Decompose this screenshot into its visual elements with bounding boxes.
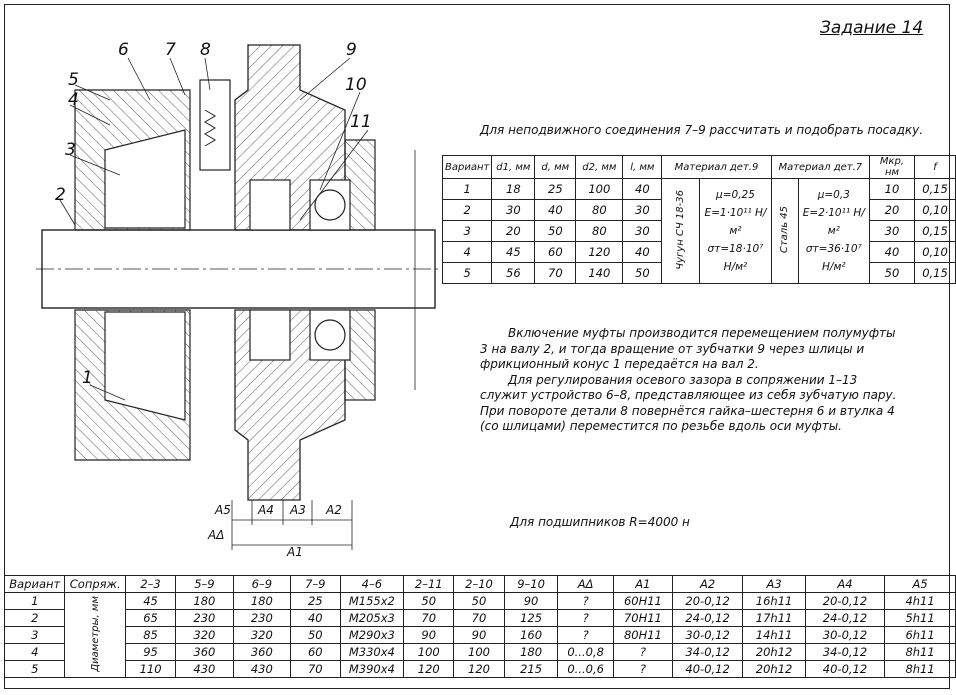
label-2: 2 bbox=[55, 185, 66, 205]
variants-table: Вариант Сопряж. 2–3 5–9 6–9 7–9 4–6 2–11… bbox=[3, 575, 956, 678]
dim-a5: A5 bbox=[215, 503, 231, 517]
label-3: 3 bbox=[65, 140, 76, 160]
bearing-load-text: Для подшипников R=4000 н bbox=[510, 515, 690, 529]
dim-a4: A4 bbox=[258, 503, 274, 517]
dim-a1: A1 bbox=[287, 545, 303, 559]
bearing-10 bbox=[249, 179, 291, 231]
label-8: 8 bbox=[200, 40, 211, 60]
dim-a2: A2 bbox=[326, 503, 342, 517]
label-7: 7 bbox=[165, 40, 176, 60]
bearing-11-lower bbox=[309, 309, 351, 361]
label-5: 5 bbox=[68, 70, 79, 90]
description-paragraph-1: Включение муфты производится перемещение… bbox=[480, 326, 896, 371]
label-11: 11 bbox=[350, 112, 372, 132]
label-10: 10 bbox=[345, 75, 367, 95]
page-title: Задание 14 bbox=[820, 18, 924, 38]
bearing-10-lower bbox=[249, 309, 291, 361]
task-text: Для неподвижного соединения 7–9 рассчита… bbox=[480, 123, 924, 137]
description-paragraph-2: Для регулирования осевого зазора в сопря… bbox=[480, 372, 897, 434]
table-header-row: Вариант Сопряж. 2–3 5–9 6–9 7–9 4–6 2–11… bbox=[3, 575, 956, 593]
cone-1 bbox=[104, 129, 186, 229]
table-header-row: Вариант d1, мм d, мм d2, мм l, мм Матери… bbox=[441, 155, 956, 179]
description: Включение муфты производится перемещение… bbox=[480, 326, 900, 435]
label-4: 4 bbox=[68, 90, 79, 110]
cone-1-lower bbox=[104, 311, 186, 421]
adjuster-8 bbox=[199, 79, 231, 171]
label-6: 6 bbox=[118, 40, 129, 60]
dim-a3: A3 bbox=[290, 503, 306, 517]
label-1: 1 bbox=[82, 368, 93, 388]
label-9: 9 bbox=[346, 40, 357, 60]
material-table: Вариант d1, мм d, мм d2, мм l, мм Матери… bbox=[441, 155, 956, 284]
bearing-11 bbox=[309, 179, 351, 231]
dim-ad: AΔ bbox=[208, 528, 225, 542]
drawing-sheet bbox=[4, 4, 950, 689]
